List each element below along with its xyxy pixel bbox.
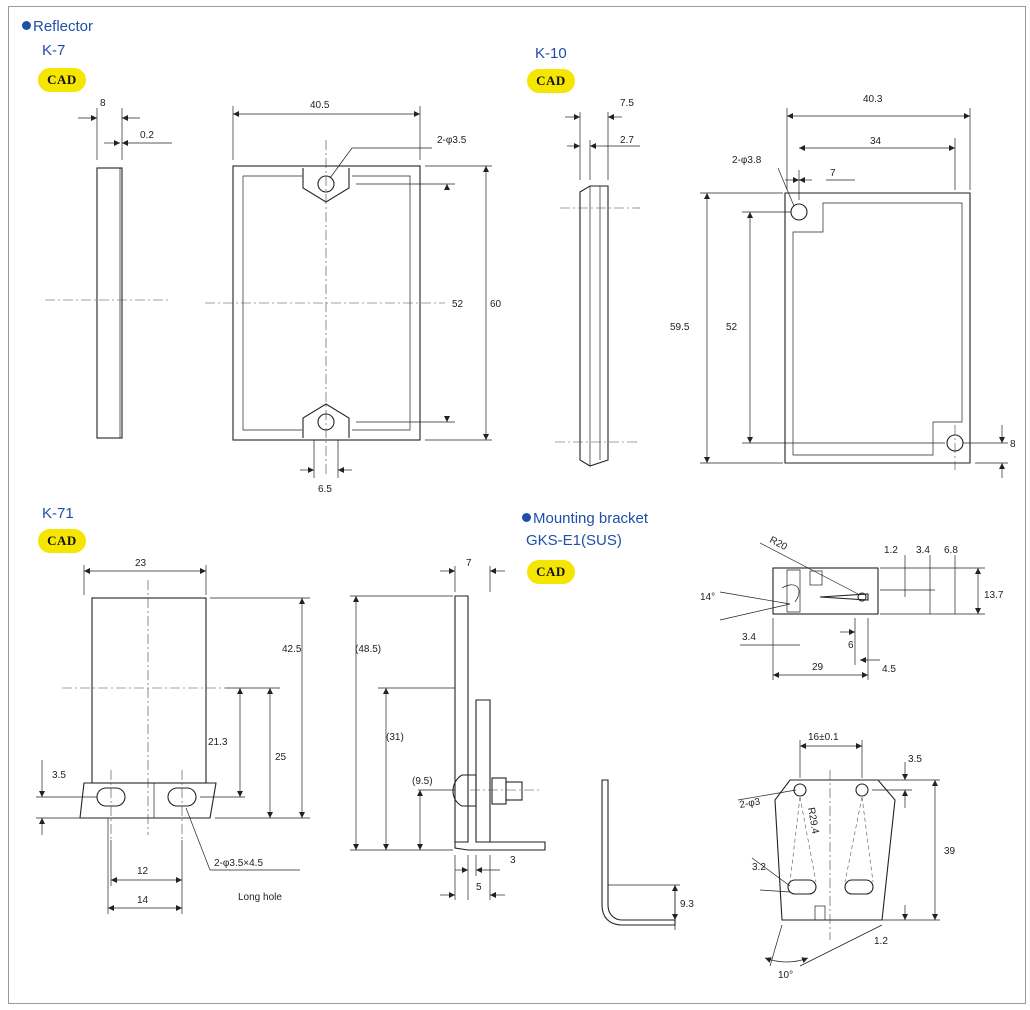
k10-dim-inner-width: 34 — [870, 136, 882, 147]
k10-dim-holes: 2-φ3.8 — [732, 155, 762, 166]
k7-dim-hole-spacing: 6.5 — [318, 484, 332, 495]
bracket-front-view — [737, 740, 940, 967]
k71-dim-pitch-v: 25 — [275, 752, 287, 763]
bracket-dim-29: 29 — [812, 662, 824, 673]
k71-dim-holes: 2-φ3.5×4.5 — [214, 858, 263, 869]
bracket-side-profile — [601, 779, 680, 930]
bracket-dim-6-8: 6.8 — [944, 545, 958, 556]
bracket-dim-r20: R20 — [767, 535, 789, 554]
bracket-dim-r29-4: R29.4 — [805, 807, 821, 836]
bracket-dim-6: 6 — [848, 640, 854, 651]
drawing-frame — [8, 6, 1026, 1004]
bracket-dim-3-4-b: 3.4 — [742, 632, 756, 643]
k71-front-view — [36, 565, 310, 914]
k10-dim-side-step: 2.7 — [620, 135, 634, 146]
k71-side-view — [350, 566, 546, 900]
bracket-dim-4-5: 4.5 — [882, 664, 896, 675]
k10-dim-pitch: 52 — [726, 322, 738, 333]
bullet-dot-icon — [522, 513, 531, 522]
k71-dim-side-total: (48.5) — [355, 644, 381, 655]
k10-front-view — [700, 108, 1008, 478]
bracket-dim-3-4: 3.4 — [916, 545, 930, 556]
k71-hole-note: Long hole — [238, 892, 282, 903]
k71-dim-side-depth: 7 — [466, 558, 472, 569]
bracket-dim-1-2-b: 1.2 — [874, 936, 888, 947]
reflector-heading: Reflector — [22, 18, 93, 35]
model-label-k10: K-10 — [535, 45, 567, 62]
mounting-bracket-heading: Mounting bracket — [522, 510, 648, 527]
k71-dim-side-31: (31) — [386, 732, 404, 743]
k71-dim-hole-pitch: 12 — [137, 866, 149, 877]
k71-dim-side-5: 5 — [476, 882, 482, 893]
k71-dim-base: 14 — [137, 895, 149, 906]
k7-dim-pitch: 52 — [452, 299, 464, 310]
bracket-dim-16: 16±0.1 — [808, 732, 839, 743]
k71-dim-mid: 21.3 — [208, 737, 228, 748]
k7-dim-side-gap: 0.2 — [140, 130, 154, 141]
k7-side-view — [45, 108, 172, 439]
bracket-dim-3-5: 3.5 — [908, 754, 922, 765]
cad-badge-k71[interactable]: CAD — [38, 529, 86, 553]
bracket-dim-angle-14: 14° — [700, 592, 715, 603]
k71-dim-hole-y: 3.5 — [52, 770, 66, 781]
bracket-top-view — [719, 542, 985, 680]
k10-dim-hole-offset: 7 — [830, 168, 836, 179]
k7-dim-height: 60 — [490, 299, 502, 310]
k71-dim-width: 23 — [135, 558, 147, 569]
cad-badge-bracket[interactable]: CAD — [527, 560, 575, 584]
k10-dim-front-width: 40.3 — [863, 94, 883, 105]
k71-dim-side-3: 3 — [510, 855, 516, 866]
k7-dim-holes: 2-φ3.5 — [437, 135, 467, 146]
model-label-k71: K-71 — [42, 505, 74, 522]
k7-dim-side-width: 8 — [100, 98, 106, 109]
k10-side-view — [555, 112, 640, 467]
k10-dim-side-width: 7.5 — [620, 98, 634, 109]
bracket-dim-39: 39 — [944, 846, 956, 857]
k71-dim-side-95: (9.5) — [412, 776, 433, 787]
bracket-dim-holes: 2-φ3 — [739, 796, 762, 811]
k7-dim-front-width: 40.5 — [310, 100, 330, 111]
bracket-dim-9-3: 9.3 — [680, 899, 694, 910]
bracket-dim-13-7: 13.7 — [984, 590, 1004, 601]
bracket-dim-3-2: 3.2 — [752, 862, 766, 873]
bracket-model-label: GKS-E1(SUS) — [526, 532, 622, 549]
k10-dim-height: 59.5 — [670, 322, 690, 333]
model-label-k7: K-7 — [42, 42, 66, 59]
bullet-dot-icon — [22, 21, 31, 30]
k7-front-view — [205, 106, 492, 478]
bracket-dim-1-2: 1.2 — [884, 545, 898, 556]
cad-badge-k7[interactable]: CAD — [38, 68, 86, 92]
k10-dim-bottom-offset: 8 — [1010, 439, 1016, 450]
cad-badge-k10[interactable]: CAD — [527, 69, 575, 93]
k71-dim-height: 42.5 — [282, 644, 302, 655]
bracket-dim-angle-10: 10° — [778, 970, 793, 981]
